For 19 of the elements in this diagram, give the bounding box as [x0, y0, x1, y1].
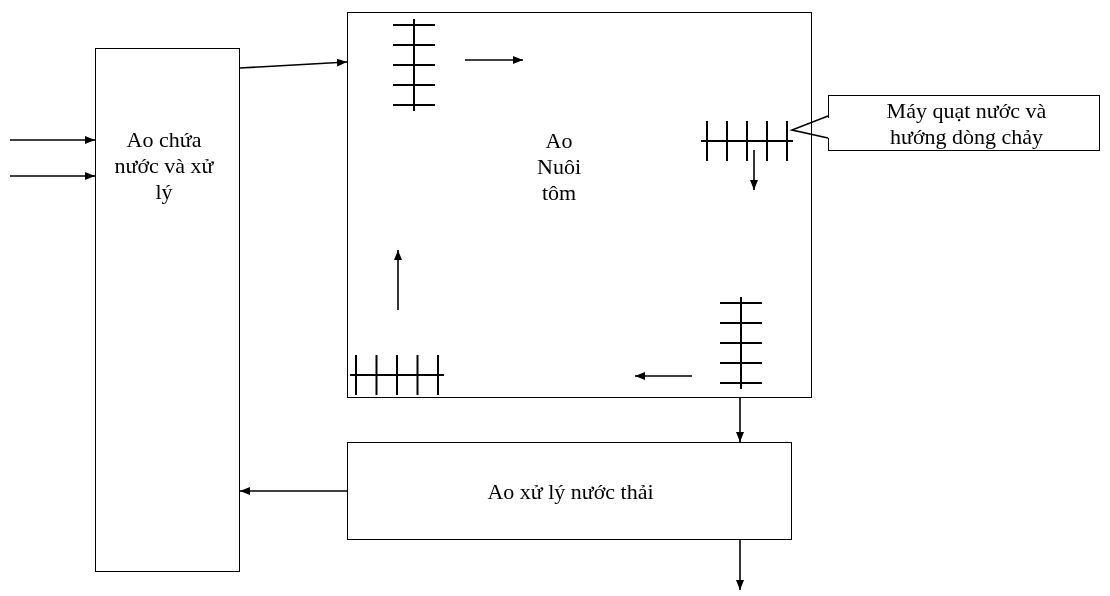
arrow [736, 539, 744, 591]
callout-box [828, 95, 1100, 151]
pond-label: Ao chứa nước và xử lý [114, 127, 214, 205]
arrow [239, 58, 348, 69]
callout-text: Máy quạt nước và hướng dòng chảy [885, 98, 1048, 150]
paddlewheel-icon [718, 297, 764, 389]
paddlewheel-icon [350, 353, 444, 397]
pond-box [95, 48, 240, 572]
paddlewheel-icon [701, 119, 793, 163]
callout-pointer [789, 115, 829, 139]
paddlewheel-icon [391, 19, 437, 111]
arrow [239, 487, 348, 495]
pond-label: Ao xử lý nước thải [486, 479, 655, 505]
pond-box [347, 442, 792, 540]
pond-box [347, 12, 812, 398]
pond-label: Ao Nuôi tôm [536, 128, 582, 206]
arrow [9, 172, 96, 180]
arrow [9, 136, 96, 144]
arrow [736, 397, 744, 443]
